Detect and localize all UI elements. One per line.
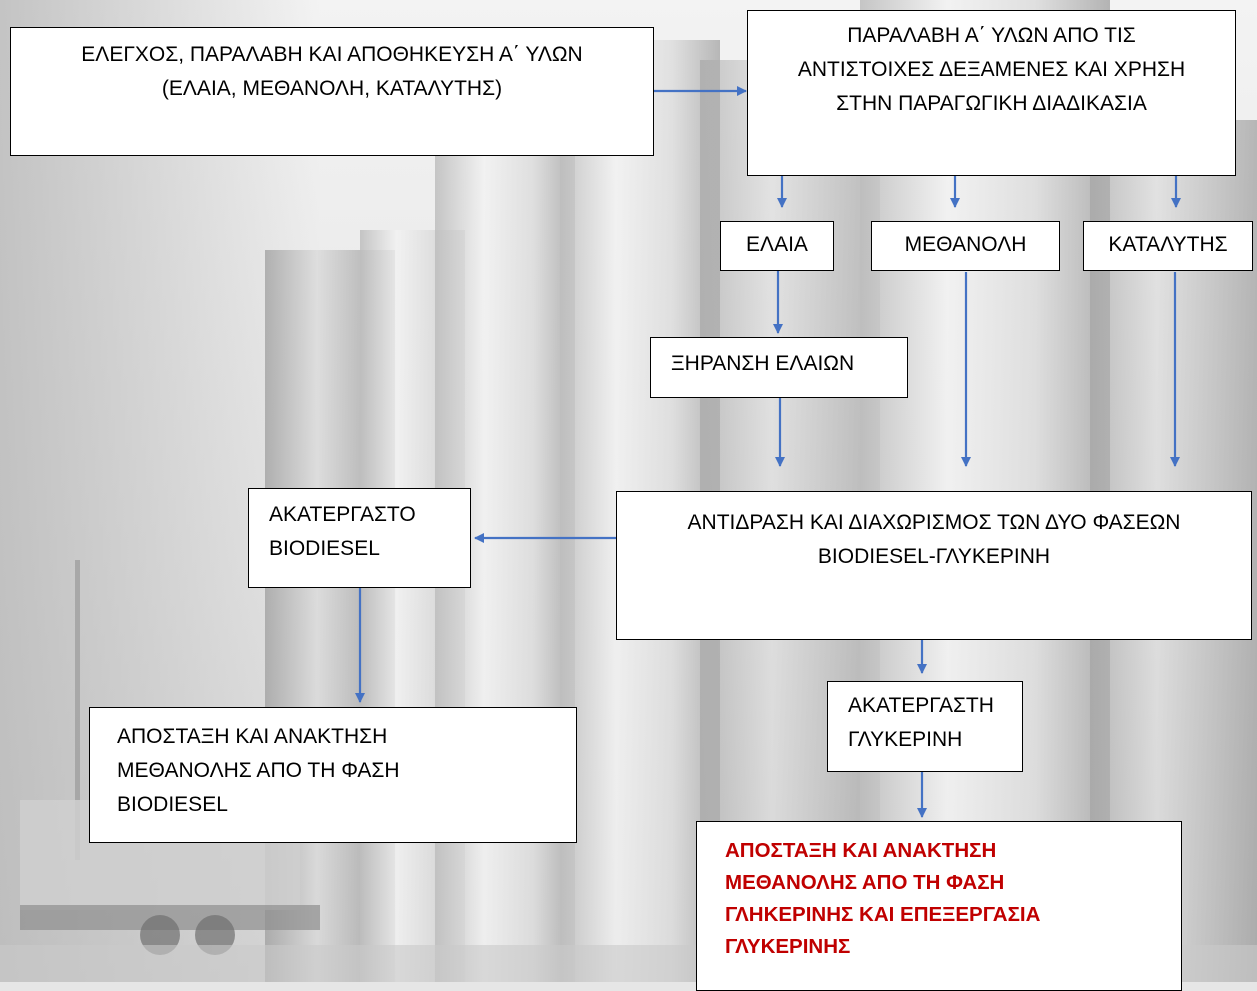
methanol-recovery-glycerin-line3: ΓΛΗΚΕΡΙΝΗΣ ΚΑΙ ΕΠΕΞΕΡΓΑΣΙΑ	[725, 903, 1041, 926]
feed-to-production-line3: ΣΤΗΝ ΠΑΡΑΓΩΓΙΚΗ ΔΙΑΔΙΚΑΣΙΑ	[836, 92, 1147, 115]
methanol-recovery-biodiesel-line1: ΑΠΟΣΤΑΞΗ ΚΑΙ ΑΝΑΚΤΗΣΗ	[117, 725, 388, 748]
methanol-recovery-biodiesel-line3: BIODIESEL	[117, 793, 228, 816]
methanol-recovery-glycerin-box: ΑΠΟΣΤΑΞΗ ΚΑΙ ΑΝΑΚΤΗΣΗ ΜΕΘΑΝΟΛΗΣ ΑΠΟ ΤΗ Φ…	[696, 821, 1182, 991]
crude-glycerin-line1: ΑΚΑΤΕΡΓΑΣΤΗ	[848, 694, 994, 717]
reaction-separation-line2: BIODIESEL-ΓΛΥΚΕΡΙΝΗ	[817, 545, 1051, 568]
methanol-label: ΜΕΘΑΝΟΛΗ	[904, 233, 1027, 256]
oil-drying-box: ΞΗΡΑΝΣΗ ΕΛΑΙΩΝ	[650, 337, 908, 398]
crude-glycerin-box: ΑΚΑΤΕΡΓΑΣΤΗ ΓΛΥΚΕΡΙΝΗ	[827, 681, 1023, 772]
crude-glycerin-line2: ΓΛΥΚΕΡΙΝΗ	[848, 728, 963, 751]
reaction-separation-line1: ΑΝΤΙΔΡΑΣΗ ΚΑΙ ΔΙΑΧΩΡΙΣΜΟΣ ΤΩΝ ΔΥΟ ΦΑΣΕΩΝ	[687, 511, 1181, 534]
crude-biodiesel-box: ΑΚΑΤΕΡΓΑΣΤΟ BIODIESEL	[248, 488, 471, 588]
catalyst-box: ΚΑΤΑΛΥΤΗΣ	[1083, 221, 1253, 271]
crude-biodiesel-line2: BIODIESEL	[269, 537, 380, 560]
oils-box: ΕΛΑΙΑ	[720, 221, 834, 271]
feed-to-production-line1: ΠΑΡΑΛΑΒΗ Α΄ ΥΛΩΝ ΑΠΟ ΤΙΣ	[847, 24, 1136, 47]
receive-raw-materials-line1: ΕΛΕΓΧΟΣ, ΠΑΡΑΛΑΒΗ ΚΑΙ ΑΠΟΘΗΚΕΥΣΗ Α΄ ΥΛΩΝ	[81, 43, 583, 66]
reaction-separation-box: ΑΝΤΙΔΡΑΣΗ ΚΑΙ ΔΙΑΧΩΡΙΣΜΟΣ ΤΩΝ ΔΥΟ ΦΑΣΕΩΝ…	[616, 491, 1252, 640]
receive-raw-materials-box: ΕΛΕΓΧΟΣ, ΠΑΡΑΛΑΒΗ ΚΑΙ ΑΠΟΘΗΚΕΥΣΗ Α΄ ΥΛΩΝ…	[10, 27, 654, 156]
methanol-recovery-biodiesel-box: ΑΠΟΣΤΑΞΗ ΚΑΙ ΑΝΑΚΤΗΣΗ ΜΕΘΑΝΟΛΗΣ ΑΠΟ ΤΗ Φ…	[89, 707, 577, 843]
methanol-box: ΜΕΘΑΝΟΛΗ	[871, 221, 1060, 271]
catalyst-label: ΚΑΤΑΛΥΤΗΣ	[1108, 233, 1228, 256]
methanol-recovery-biodiesel-line2: ΜΕΘΑΝΟΛΗΣ ΑΠΟ ΤΗ ΦΑΣΗ	[117, 759, 400, 782]
crude-biodiesel-line1: ΑΚΑΤΕΡΓΑΣΤΟ	[269, 503, 416, 526]
feed-to-production-line2: ΑΝΤΙΣΤΟΙΧΕΣ ΔΕΞΑΜΕΝΕΣ ΚΑΙ ΧΡΗΣΗ	[797, 58, 1186, 81]
methanol-recovery-glycerin-line4: ΓΛΥΚΕΡΙΝΗΣ	[725, 935, 851, 958]
oils-label: ΕΛΑΙΑ	[746, 233, 808, 256]
feed-to-production-box: ΠΑΡΑΛΑΒΗ Α΄ ΥΛΩΝ ΑΠΟ ΤΙΣ ΑΝΤΙΣΤΟΙΧΕΣ ΔΕΞ…	[747, 10, 1236, 176]
methanol-recovery-glycerin-line2: ΜΕΘΑΝΟΛΗΣ ΑΠΟ ΤΗ ΦΑΣΗ	[725, 871, 1005, 894]
receive-raw-materials-line2: (ΕΛΑΙΑ, ΜΕΘΑΝΟΛΗ, ΚΑΤΑΛΥΤΗΣ)	[161, 77, 503, 100]
oil-drying-label: ΞΗΡΑΝΣΗ ΕΛΑΙΩΝ	[671, 352, 855, 375]
methanol-recovery-glycerin-line1: ΑΠΟΣΤΑΞΗ ΚΑΙ ΑΝΑΚΤΗΣΗ	[725, 839, 997, 862]
